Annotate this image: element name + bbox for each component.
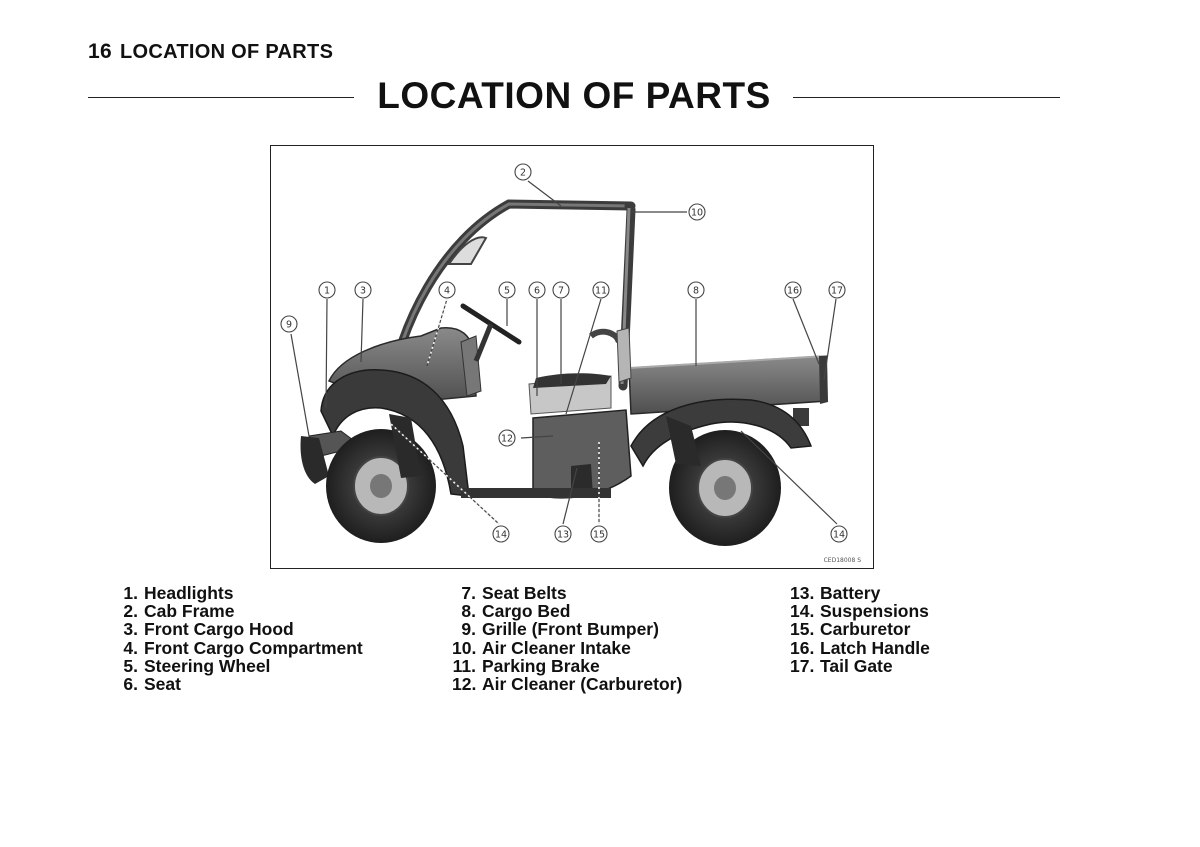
seat: [528, 373, 612, 415]
front-wheel: [326, 429, 436, 543]
legend-item: 17.Tail Gate: [790, 655, 893, 676]
svg-text:12: 12: [501, 434, 513, 445]
legend-item: 7.Seat Belts: [461, 583, 567, 603]
legend-item: 2.Cab Frame: [123, 601, 235, 622]
svg-text:17: 17: [831, 286, 843, 297]
legend-item: 1.Headlights: [123, 583, 234, 603]
steering-wheel: [460, 303, 522, 362]
svg-text:5: 5: [504, 286, 510, 297]
callout-9: 9: [280, 315, 298, 333]
svg-text:4: 4: [444, 286, 450, 297]
running-section-title: LOCATION OF PARTS: [119, 41, 334, 63]
callout-5: 5: [498, 281, 516, 299]
svg-text:11: 11: [595, 286, 607, 297]
cargo-bed: [616, 327, 828, 426]
callout-3: 3: [354, 281, 372, 299]
callout-14-front: 14: [492, 525, 510, 543]
svg-text:1: 1: [324, 286, 330, 297]
svg-text:2: 2: [520, 168, 526, 179]
callout-13: 13: [554, 525, 572, 543]
callout-8: 8: [687, 281, 705, 299]
legend-item: 13.Battery: [790, 583, 881, 603]
svg-text:13: 13: [557, 530, 569, 541]
legend-item: 16.Latch Handle: [790, 637, 930, 658]
callout-7: 7: [552, 281, 570, 299]
legend-item: 8.Cargo Bed: [461, 601, 571, 622]
svg-text:14: 14: [495, 530, 507, 541]
callout-1: 1: [318, 281, 336, 299]
callout-11: 11: [592, 281, 610, 299]
legend-item: 9.Grille (Front Bumper): [461, 619, 659, 640]
svg-text:6: 6: [534, 286, 540, 297]
legend-item: 6.Seat: [123, 674, 181, 695]
leader-lines: [290, 180, 838, 525]
callout-10: 10: [688, 203, 706, 221]
legend-column-1: 1.Headlights 2.Cab Frame 3.Front Cargo H…: [122, 583, 363, 695]
callout-2: 2: [514, 163, 532, 181]
vehicle-illustration: 2 10 1 3 4 9 5 6 7 11 8 16 17 12 14 13 1…: [280, 163, 848, 546]
legend-column-3: 13.Battery 14.Suspensions 15.Carburetor …: [790, 584, 930, 675]
legend-item: 11.Parking Brake: [452, 655, 600, 676]
legend-item: 12.Air Cleaner (Carburetor): [452, 674, 683, 695]
page-header: 16 LOCATION OF PARTS: [88, 40, 333, 64]
section-title-row: LOCATION OF PARTS: [88, 72, 1060, 122]
callout-6: 6: [528, 281, 546, 299]
legend-item: 14.Suspensions: [790, 601, 929, 622]
callout-12: 12: [498, 429, 516, 447]
vehicle-figure: 2 10 1 3 4 9 5 6 7 11 8 16 17 12 14 13 1…: [270, 145, 874, 569]
svg-text:14: 14: [833, 530, 845, 541]
figure-code: CED18008 S: [823, 557, 861, 564]
legend-item: 15.Carburetor: [790, 619, 911, 640]
page-number: 16: [88, 40, 112, 63]
legend-item: 10.Air Cleaner Intake: [452, 637, 631, 658]
legend-column-2: 7.Seat Belts 8.Cargo Bed 9.Grille (Front…: [452, 584, 682, 693]
svg-text:10: 10: [691, 208, 703, 219]
legend-item: 4.Front Cargo Compartment: [123, 637, 363, 658]
center-body: [461, 409, 632, 499]
callout-15: 15: [590, 525, 608, 543]
svg-text:7: 7: [558, 286, 564, 297]
svg-text:8: 8: [693, 286, 699, 297]
callout-4: 4: [438, 281, 456, 299]
callout-17: 17: [828, 281, 846, 299]
svg-text:3: 3: [360, 286, 366, 297]
title-rule-right: [793, 97, 1060, 98]
callout-14-rear: 14: [830, 525, 848, 543]
title-rule-left: [88, 97, 354, 98]
svg-text:16: 16: [787, 286, 799, 297]
legend-item: 5.Steering Wheel: [123, 655, 271, 676]
page-title: LOCATION OF PARTS: [377, 75, 771, 116]
svg-text:9: 9: [286, 320, 292, 331]
callout-16: 16: [784, 281, 802, 299]
legend-item: 3.Front Cargo Hood: [123, 619, 294, 640]
svg-text:15: 15: [593, 530, 605, 541]
